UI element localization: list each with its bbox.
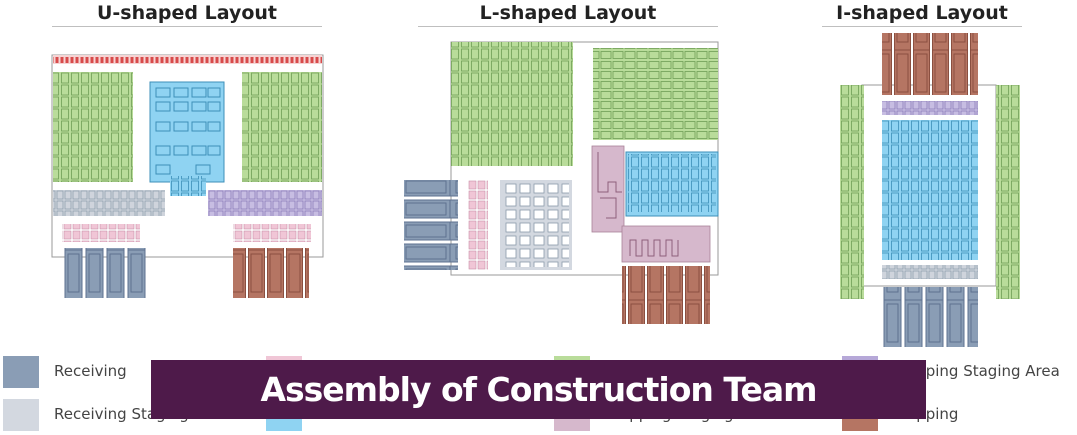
u-shaped-diagram — [51, 54, 324, 298]
legend-label-shipping-staging-area: Shipping Staging Area — [893, 362, 1060, 380]
legend-label-receiving: Receiving — [54, 362, 127, 380]
i-shaped-title-rule — [822, 26, 1022, 27]
u-shaped-title: U-shaped Layout — [96, 2, 278, 24]
l-shaped-diagram — [404, 41, 719, 324]
caption-banner: Assembly of Construction Team — [151, 360, 926, 419]
l-shaped-title-rule — [418, 26, 718, 27]
l-shaped-title: L-shaped Layout — [479, 2, 657, 24]
u-shaped-title-rule — [52, 26, 322, 27]
legend-swatch-receiving — [3, 356, 39, 388]
i-shaped-diagram — [840, 33, 1020, 347]
i-shaped-title: I-shaped Layout — [836, 2, 1008, 24]
legend-swatch-receiving-staging — [3, 399, 39, 431]
